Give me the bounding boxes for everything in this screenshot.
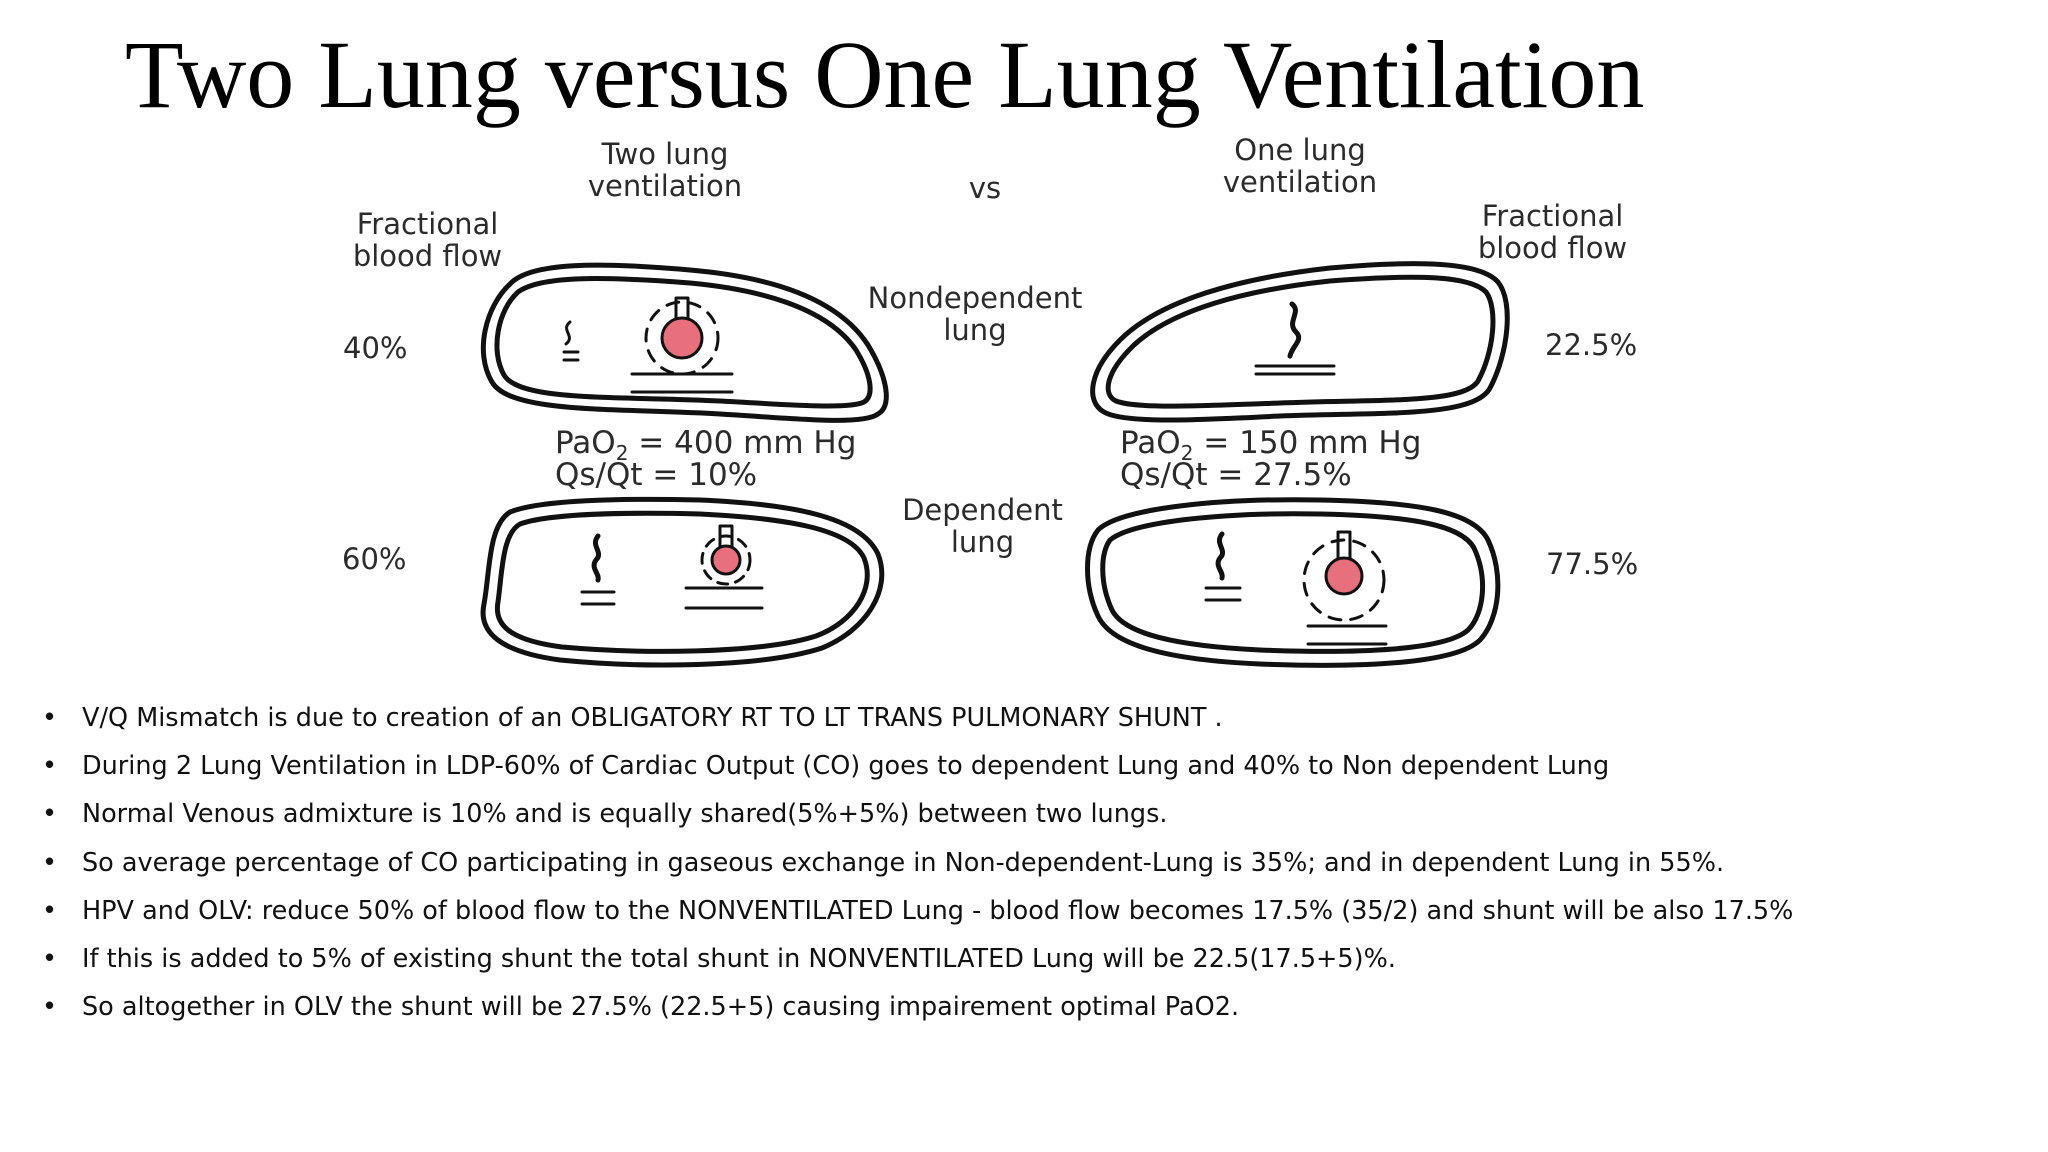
bullet-text: Normal Venous admixture is 10% and is eq…: [82, 799, 1168, 830]
bullet-text: HPV and OLV: reduce 50% of blood flow to…: [82, 895, 1794, 926]
slide-title: Two Lung versus One Lung Ventilation: [125, 21, 1645, 128]
right-nondependent-lung: [1090, 261, 1510, 423]
bullet-item: • Normal Venous admixture is 10% and is e…: [40, 790, 2030, 838]
left-top-percentage: 40%: [343, 331, 408, 365]
bullet-text: So altogether in OLV the shunt will be 2…: [82, 992, 1240, 1023]
bullet-symbol: •: [42, 799, 58, 830]
bullet-list: • V/Q Mismatch is due to creation of an O…: [40, 694, 2030, 1031]
nondependent-lung-label: Nondependent lung: [867, 281, 1083, 348]
one-lung-ventilation-header: One lung ventilation: [1222, 133, 1378, 200]
bullet-item: • HPV and OLV: reduce 50% of blood flow t…: [40, 887, 2030, 935]
bullet-symbol: •: [42, 751, 58, 782]
bullet-item: • If this is added to 5% of existing shun…: [40, 935, 2030, 983]
right-bottom-percentage: 77.5%: [1546, 547, 1639, 581]
bullet-symbol: •: [42, 992, 58, 1023]
lung-ventilation-diagram: Two lung ventilation vs One lung ventila…: [342, 133, 1639, 668]
dependent-lung-label: Dependent lung: [902, 493, 1063, 560]
bullet-symbol: •: [42, 847, 58, 878]
right-dependent-lung: [1085, 497, 1501, 668]
bullet-text: So average percentage of CO participatin…: [82, 847, 1725, 878]
bullet-text: V/Q Mismatch is due to creation of an OB…: [82, 703, 1223, 733]
bullet-item: • During 2 Lung Ventilation in LDP-60% of…: [40, 742, 2030, 790]
bullet-item: • So altogether in OLV the shunt will be …: [40, 983, 2030, 1031]
right-pao2-readout: PaO2 = 150 mm Hg: [1120, 425, 1422, 466]
left-qsqt-readout: Qs/Qt = 10%: [555, 457, 758, 493]
left-fractional-blood-flow-label: Fractional blood flow: [352, 207, 503, 274]
left-pao2-readout: PaO2 = 400 mm Hg: [555, 425, 857, 466]
right-qsqt-readout: Qs/Qt = 27.5%: [1120, 457, 1352, 493]
bullet-symbol: •: [42, 943, 58, 974]
bullet-text: During 2 Lung Ventilation in LDP-60% of …: [82, 751, 1610, 782]
left-nondependent-lung: [480, 262, 889, 423]
lung-diagram-drawing: [480, 261, 1510, 668]
bullet-symbol: •: [42, 703, 58, 733]
bullet-item: • So average percentage of CO participati…: [40, 839, 2030, 887]
right-top-percentage: 22.5%: [1545, 328, 1638, 362]
left-dependent-lung: [480, 496, 885, 668]
bullet-symbol: •: [42, 895, 58, 926]
left-bottom-percentage: 60%: [342, 542, 407, 576]
vs-label: vs: [968, 171, 1002, 205]
bullet-text: If this is added to 5% of existing shunt…: [82, 943, 1396, 974]
right-fractional-blood-flow-label: Fractional blood flow: [1477, 199, 1628, 266]
bullet-item: • V/Q Mismatch is due to creation of an O…: [40, 694, 2030, 742]
two-lung-ventilation-header: Two lung ventilation: [587, 137, 743, 204]
